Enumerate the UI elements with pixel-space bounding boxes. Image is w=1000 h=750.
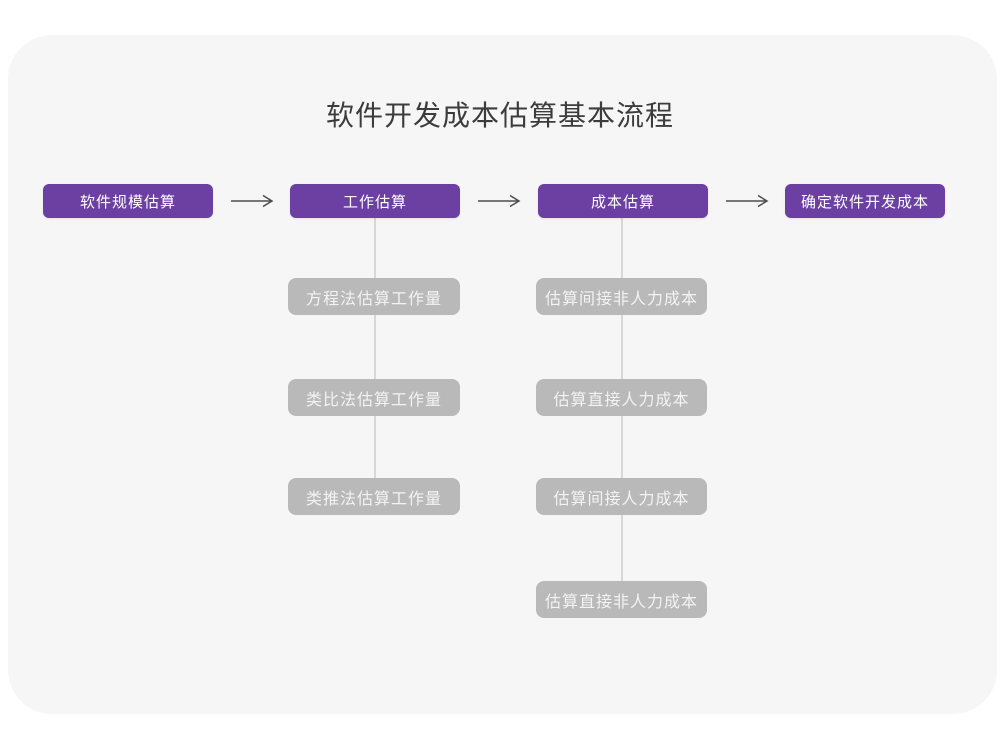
sub-step-label: 类推法估算工作量 [305,490,442,508]
arrow-right-icon [725,194,769,208]
step-cost-estimation: 成本估算 [538,184,708,218]
step-software-size-estimation: 软件规模估算 [43,184,213,218]
canvas-card [8,35,997,714]
sub-step-label: 估算直接非人力成本 [544,593,698,611]
cost-item-direct-labor: 估算直接人力成本 [536,379,707,416]
cost-item-direct-nonlabor: 估算直接非人力成本 [536,581,707,618]
step-label: 工作估算 [342,193,407,211]
work-method-analogy: 类比法估算工作量 [288,379,460,416]
sub-step-label: 估算间接人力成本 [553,490,690,508]
sub-step-label: 估算间接非人力成本 [544,290,698,308]
connector-line-work-estimation [374,218,376,496]
cost-item-indirect-nonlabor: 估算间接非人力成本 [536,278,707,315]
step-determine-development-cost: 确定软件开发成本 [785,184,945,218]
diagram-title: 软件开发成本估算基本流程 [325,100,674,131]
step-label: 成本估算 [590,193,655,211]
step-label: 确定软件开发成本 [800,193,929,211]
cost-item-indirect-labor: 估算间接人力成本 [536,478,707,515]
arrow-right-icon [477,194,521,208]
step-work-estimation: 工作估算 [290,184,460,218]
arrow-right-icon [230,194,274,208]
sub-step-label: 方程法估算工作量 [305,290,442,308]
work-method-equation: 方程法估算工作量 [288,278,460,315]
sub-step-label: 估算直接人力成本 [553,391,690,409]
work-method-extrapolation: 类推法估算工作量 [288,478,460,515]
step-label: 软件规模估算 [79,193,176,211]
sub-step-label: 类比法估算工作量 [305,391,442,409]
